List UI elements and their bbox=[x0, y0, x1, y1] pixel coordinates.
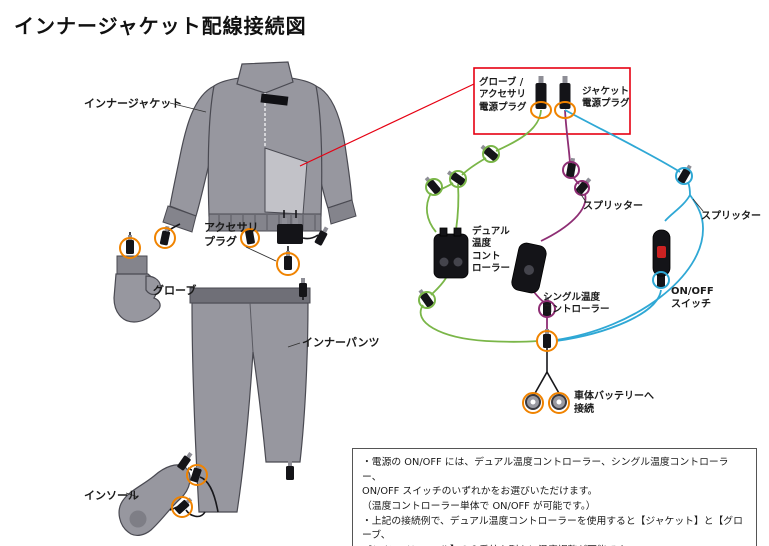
garment-connectors bbox=[126, 218, 331, 515]
label-inner-jacket: インナージャケット bbox=[84, 97, 183, 110]
label-battery-connection: 車体バッテリーへ 接続 bbox=[574, 391, 654, 415]
label-single-controller: シングル温度 コントローラー bbox=[543, 292, 610, 316]
label-splitter-left: スプリッター bbox=[583, 201, 643, 212]
purple-highlight-circles bbox=[538, 161, 590, 318]
callout-line bbox=[299, 83, 475, 167]
label-jacket-power-plug: ジャケット 電源プラグ bbox=[582, 86, 630, 110]
cyan-highlight-circles bbox=[652, 167, 693, 289]
label-onoff-switch: ON/OFF スイッチ bbox=[671, 286, 714, 310]
glove-illustration bbox=[113, 255, 161, 323]
single-controller-icon bbox=[511, 242, 547, 294]
orange-highlight-circles bbox=[119, 101, 576, 518]
pants-illustration bbox=[189, 287, 311, 513]
cyan-harness-wires bbox=[555, 109, 704, 342]
label-glove: グローブ bbox=[153, 284, 197, 297]
onoff-switch-icon bbox=[652, 229, 671, 277]
label-insole: インソール bbox=[84, 489, 139, 502]
green-highlight-circles bbox=[418, 145, 500, 309]
jacket-cuffs bbox=[162, 199, 357, 233]
label-accessory-plug: アクセサリ プラグ bbox=[204, 221, 259, 249]
notes-box: ・電源の ON/OFF には、デュアル温度コントローラー、シングル温度コントロー… bbox=[352, 448, 757, 546]
power-plug-icons bbox=[535, 76, 571, 109]
label-inner-pants: インナーパンツ bbox=[302, 336, 380, 349]
page-title: インナージャケット配線接続図 bbox=[14, 14, 307, 38]
label-leader-lines bbox=[125, 102, 704, 498]
insole-illustration bbox=[118, 464, 191, 536]
dual-controller-icon bbox=[433, 227, 469, 279]
label-glove-accessory-power-plug: グローブ / アクセサリ 電源プラグ bbox=[479, 77, 527, 113]
power-plug-callout-box bbox=[473, 67, 631, 135]
label-splitter-right: スプリッター bbox=[701, 211, 761, 222]
label-dual-controller: デュアル 温度 コント ローラー bbox=[472, 226, 511, 275]
battery-terminals-icon bbox=[525, 394, 567, 410]
jacket-illustration bbox=[162, 61, 357, 233]
